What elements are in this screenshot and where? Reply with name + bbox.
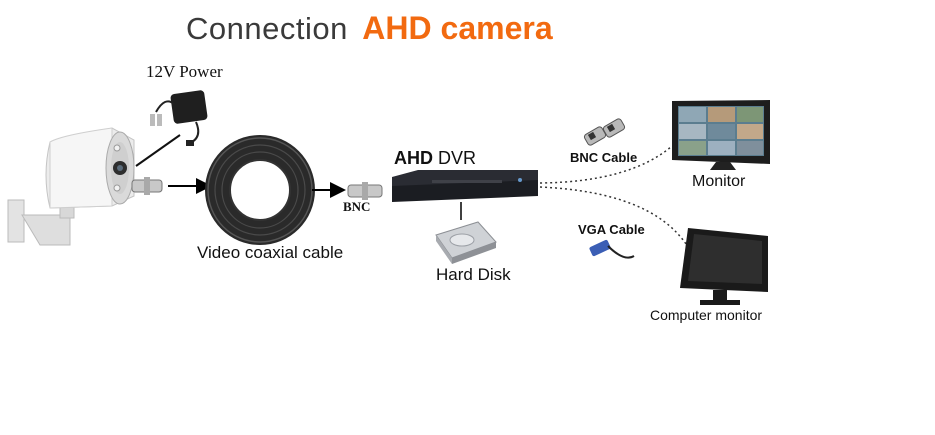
ahd-camera-icon [7,127,135,246]
vga-cable-icon [589,239,635,259]
hard-disk-icon [435,221,497,264]
power-adapter-icon [150,90,208,146]
dvr-device-icon [392,170,538,202]
surveillance-monitor-icon [672,100,770,170]
coaxial-cable-coil-icon [205,135,315,245]
bnc-cable-label: BNC Cable [570,150,638,165]
coax-cable-label: Video coaxial cable [197,243,344,262]
title-ahd-camera: AHD camera [362,10,553,46]
vga-cable-label: VGA Cable [578,222,645,237]
camera-bnc-connector-icon [131,177,163,195]
title-connection: Connection [186,11,348,46]
diagram-title: Connection AHD camera [186,10,553,47]
bnc-cable-icon [583,118,626,146]
dvr-label: AHD DVR [394,148,476,169]
monitor-label: Monitor [692,173,746,190]
bnc-label: BNC [343,199,371,214]
computer-monitor-label: Computer monitor [650,307,763,323]
power-line [135,134,181,167]
dvr-label-prefix: AHD [394,148,433,168]
dvr-label-text: DVR [438,148,477,168]
power-label: 12V Power [146,62,223,81]
hard-disk-label: Hard Disk [436,265,511,284]
bnc-connector-icon [347,182,383,200]
computer-monitor-icon [680,228,768,305]
